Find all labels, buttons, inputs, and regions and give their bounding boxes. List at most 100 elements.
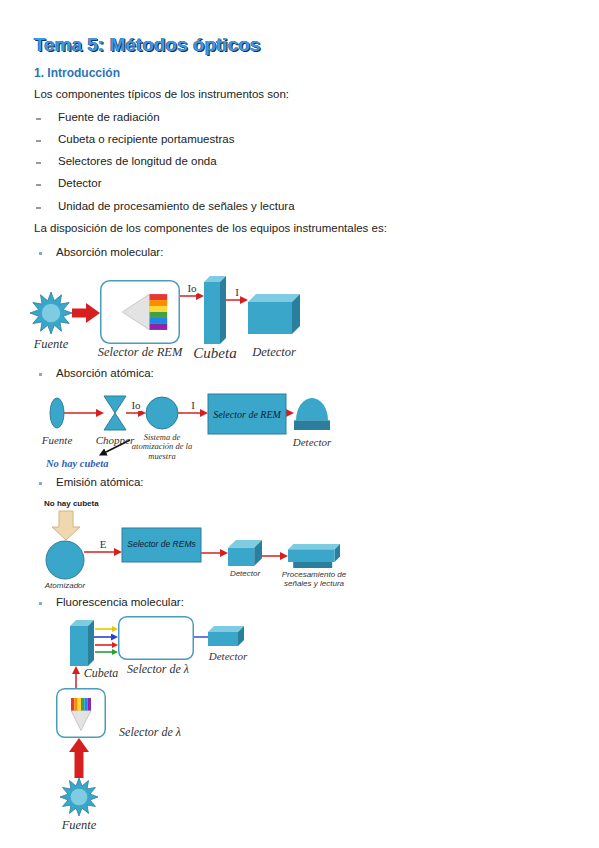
shape-group [204, 276, 226, 344]
box-top [288, 544, 340, 549]
connector-arrow [126, 412, 138, 414]
shape-group [208, 626, 244, 646]
list-dashes [36, 119, 41, 208]
box-front [288, 549, 335, 562]
shape-group [101, 281, 180, 344]
node-label: Fuente [35, 434, 79, 446]
spectrum-band [150, 324, 168, 330]
spectrum-band [81, 698, 84, 711]
box3d-node: Detector [228, 540, 262, 566]
connector-arrow [180, 295, 196, 297]
box-side [254, 540, 262, 566]
detector-dome [296, 398, 328, 420]
spectrum-band [150, 318, 168, 324]
box-front [228, 548, 254, 566]
note-text: No hay cubeta [44, 499, 99, 508]
node-label: Detector [204, 650, 252, 662]
node-label: Detector [284, 436, 340, 448]
selector-box [208, 394, 286, 434]
dash [36, 141, 41, 142]
connector-arrow [201, 552, 220, 554]
shape-group [294, 398, 330, 430]
dash [36, 163, 41, 164]
input-arrow [52, 511, 80, 540]
bullet [39, 373, 42, 376]
rbox-node: Selector de λ [118, 616, 194, 660]
shape-group [30, 292, 72, 334]
circle-node: Sistema de atomización de la muestra [146, 397, 178, 429]
monitor-base [293, 562, 332, 568]
dome-node: Detector [294, 398, 330, 430]
dash [36, 119, 41, 120]
connector-arrow [262, 555, 280, 557]
selector-outline [119, 617, 194, 660]
edge-label: I [190, 399, 196, 411]
ray [95, 644, 112, 646]
node-label: Fuente [51, 819, 107, 833]
body-text: La disposición de los componentes de los… [34, 222, 387, 234]
rect-node: Selector de REM [208, 394, 286, 434]
shape-group [57, 689, 106, 738]
monitor-shape [288, 544, 340, 568]
ray [95, 628, 112, 630]
shape-group [288, 544, 340, 568]
box3d-shape [228, 540, 262, 566]
box3d-shape [208, 626, 244, 646]
chopper-shape [104, 396, 126, 430]
shape-group [50, 398, 64, 428]
rect-node: Selector de REMs [122, 528, 201, 562]
box3d-node: Detector [248, 294, 300, 334]
connector-arrow [178, 412, 200, 414]
body-text: Detector [58, 177, 101, 189]
edge-label: E [99, 538, 108, 550]
body-text: Emisión atómica: [56, 476, 144, 488]
node-label: Selector de λ [120, 663, 196, 676]
node-label: Detector [242, 346, 306, 360]
dash [36, 185, 41, 186]
rainbox-shape [56, 688, 106, 738]
edge-label: I [234, 286, 240, 298]
body-text: Selectores de longitud de onda [58, 155, 217, 167]
slab-shape [204, 276, 226, 344]
node-label: Procesamiento de señales y lectura [278, 571, 350, 589]
prism-fan [71, 711, 91, 731]
box-top [208, 626, 244, 632]
box-front [208, 632, 238, 646]
box-side [335, 544, 340, 562]
bullet [39, 252, 42, 255]
selbox-shape [100, 280, 180, 344]
sun-core [71, 789, 88, 806]
node-label: Detector [223, 570, 267, 579]
star-shape [60, 778, 98, 816]
selector-box [122, 528, 201, 562]
section-heading: 1. Introducción [34, 66, 120, 80]
box3d-shape [248, 294, 300, 334]
connector-arrow [226, 299, 240, 301]
atomizer-shape [46, 541, 84, 579]
box-side [238, 626, 244, 646]
ray-head [112, 626, 118, 632]
emission-rays [95, 626, 118, 655]
ray [95, 651, 112, 653]
hour-node: Chopper [104, 396, 126, 430]
selector-outline [57, 689, 106, 738]
body-text: Fluorescencia molecular: [56, 596, 184, 608]
dash [36, 208, 41, 209]
ray-head [112, 649, 118, 655]
connector-arrow [94, 636, 111, 638]
bullet [39, 482, 42, 485]
rbox-shape [118, 616, 194, 660]
monitor-node: Procesamiento de señales y lectura [288, 544, 340, 568]
body-text: Absorción molecular: [56, 246, 163, 258]
connector-arrow [84, 551, 114, 553]
node-label: Cubeta [81, 667, 121, 680]
rainbox-node: Selector de λ [56, 688, 106, 738]
body-text: Cubeta o recipiente portamuestras [58, 133, 234, 145]
spectrum-band [74, 698, 77, 711]
sun-core [42, 304, 60, 322]
spectrum-band [150, 294, 168, 300]
spectrum-band [150, 306, 168, 312]
spectrum-band [78, 698, 81, 711]
bullet [39, 602, 42, 605]
